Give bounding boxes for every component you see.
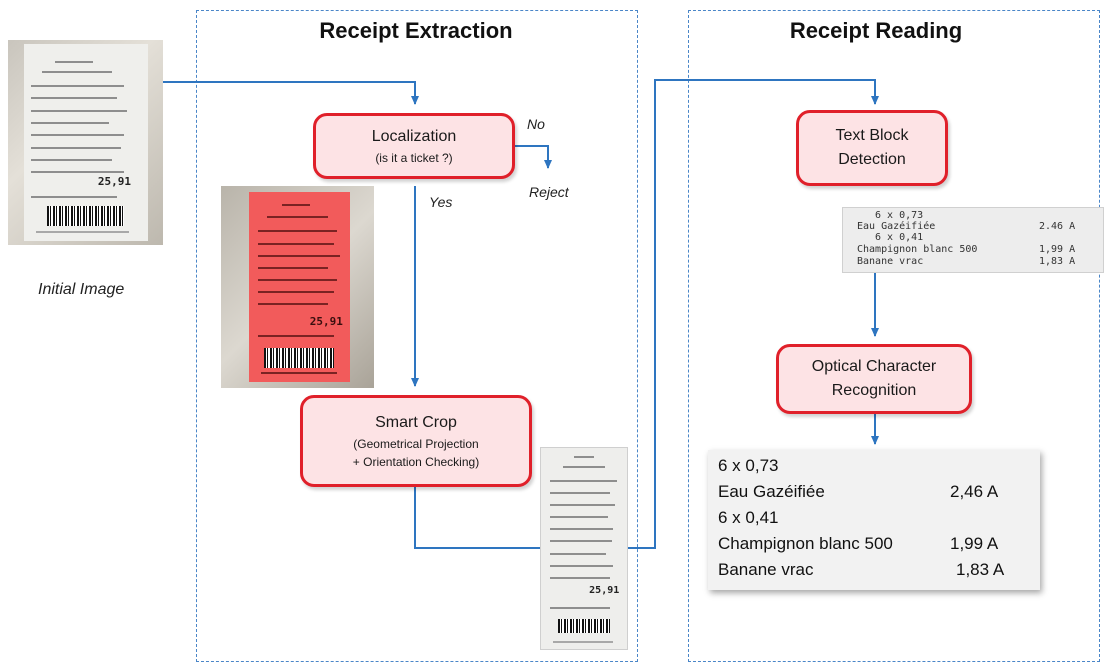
ocr-label-1: Optical Character xyxy=(811,358,937,375)
text-block-detection-node: Text Block Detection xyxy=(796,110,948,186)
edge-label-reject: Reject xyxy=(529,184,569,200)
initial-receipt-image: 25,91 xyxy=(8,40,163,245)
localization-sublabel: (is it a ticket ?) xyxy=(375,151,453,165)
localized-receipt-image: 25,91 xyxy=(221,186,374,388)
edge-label-no: No xyxy=(527,116,545,132)
edge-crop-to-cropped-receipt xyxy=(414,487,540,549)
detected-text-snippet: 6 x 0,73 Eau Gazéifiée 2.46 A 6 x 0,41 C… xyxy=(842,207,1104,273)
ocr-row-5-right: 1,83 A xyxy=(956,560,1005,579)
cropped-receipt-total: 25,91 xyxy=(589,584,620,596)
ocr-label-2: Recognition xyxy=(831,382,917,399)
snippet-row-4-left: Champignon blanc 500 xyxy=(857,244,978,255)
snippet-row-5-right: 1,83 A xyxy=(1039,256,1076,267)
text-block-label-1: Text Block xyxy=(835,127,909,144)
snippet-row-5-left: Banane vrac xyxy=(857,256,924,267)
smart-crop-label: Smart Crop xyxy=(375,414,457,431)
receipt-reading-title: Receipt Reading xyxy=(789,18,963,43)
ocr-node: Optical Character Recognition xyxy=(776,344,972,414)
cropped-receipt-image: 25,91 xyxy=(540,447,628,650)
ocr-row-3-left: 6 x 0,41 xyxy=(718,508,779,527)
ocr-row-2-left: Eau Gazéifiée xyxy=(718,482,825,501)
edge-initial-to-localization xyxy=(160,81,419,105)
ocr-row-4-right: 1,99 A xyxy=(950,534,999,553)
ocr-row-4-left: Champignon blanc 500 xyxy=(718,534,893,553)
ocr-output-box: 6 x 0,73 Eau Gazéifiée 2,46 A 6 x 0,41 C… xyxy=(708,450,1040,590)
ocr-row-5-left: Banane vrac xyxy=(718,560,814,579)
localized-receipt-total: 25,91 xyxy=(309,315,343,329)
edge-cropped-to-text-block xyxy=(628,79,879,549)
initial-receipt-total: 25,91 xyxy=(97,175,132,189)
ocr-row-1-left: 6 x 0,73 xyxy=(718,456,779,475)
snippet-row-4-right: 1,99 A xyxy=(1039,244,1076,255)
localization-node: Localization (is it a ticket ?) xyxy=(313,113,515,179)
snippet-row-3-left: 6 x 0,41 xyxy=(875,232,924,243)
localization-label: Localization xyxy=(371,128,457,145)
smart-crop-sublabel-2: + Orientation Checking) xyxy=(352,455,480,469)
snippet-row-1-left: 6 x 0,73 xyxy=(875,210,924,221)
receipt-extraction-title: Receipt Extraction xyxy=(319,18,513,43)
edge-label-yes: Yes xyxy=(429,194,453,210)
edge-localization-no xyxy=(515,145,552,169)
snippet-row-2-left: Eau Gazéifiée xyxy=(857,221,936,232)
smart-crop-sublabel-1: (Geometrical Projection xyxy=(353,437,479,451)
snippet-row-2-right: 2.46 A xyxy=(1039,221,1076,232)
ocr-row-2-right: 2,46 A xyxy=(950,482,999,501)
text-block-label-2: Detection xyxy=(838,151,906,168)
smart-crop-node: Smart Crop (Geometrical Projection + Ori… xyxy=(300,395,532,487)
initial-image-caption: Initial Image xyxy=(38,281,125,298)
